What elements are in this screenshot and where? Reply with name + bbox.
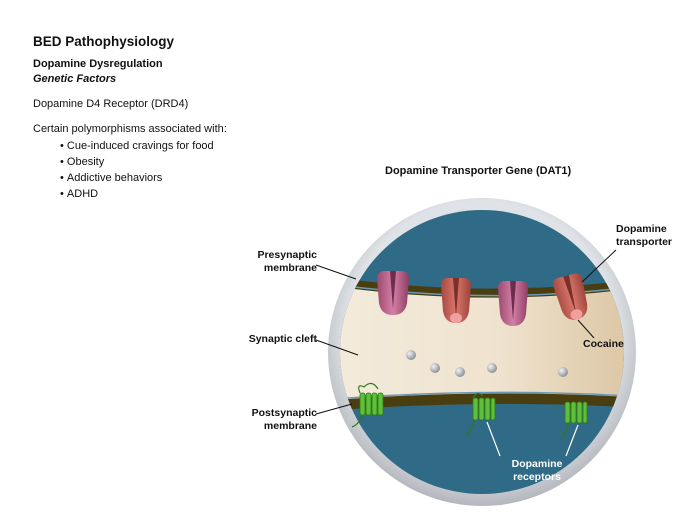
dopamine-molecule <box>455 367 465 377</box>
receptor-heading: Dopamine D4 Receptor (DRD4) <box>33 98 189 110</box>
label-cocaine: Cocaine <box>583 338 624 350</box>
dopamine-receptor <box>464 392 496 437</box>
label-transporter-2: transporter <box>616 236 672 248</box>
dopamine-receptor <box>351 382 384 428</box>
dopamine-receptor <box>560 401 588 440</box>
transporter-pink-2 <box>498 281 528 326</box>
transporter-red-2 <box>552 273 588 320</box>
dopamine-molecule <box>406 350 416 360</box>
dopamine-molecule <box>487 363 497 373</box>
label-synaptic-cleft: Synaptic cleft <box>249 333 318 345</box>
label-transporter: Dopamine <box>616 223 667 235</box>
slide-subtitle: Dopamine Dysregulation <box>33 58 163 70</box>
list-item: ADHD <box>60 186 214 202</box>
slide-title: BED Pathophysiology <box>33 34 175 49</box>
synapse-view <box>340 210 624 494</box>
label-presynaptic-2: membrane <box>264 262 317 274</box>
transporter-pink-1 <box>377 271 409 315</box>
label-postsynaptic: Postsynaptic <box>252 407 318 419</box>
association-list: Cue-induced cravings for food Obesity Ad… <box>60 138 214 202</box>
dopamine-molecule <box>558 367 568 377</box>
list-item: Addictive behaviors <box>60 170 214 186</box>
polymorphism-intro: Certain polymorphisms associated with: <box>33 123 227 135</box>
list-item: Obesity <box>60 154 214 170</box>
label-receptors: Dopamine <box>512 458 563 470</box>
transporter-red-1 <box>441 278 471 323</box>
label-receptors-2: receptors <box>513 471 561 483</box>
diagram-title: Dopamine Transporter Gene (DAT1) <box>385 165 572 177</box>
dopamine-molecule <box>430 363 440 373</box>
label-presynaptic: Presynaptic <box>257 249 317 261</box>
label-postsynaptic-2: membrane <box>264 420 317 432</box>
list-item: Cue-induced cravings for food <box>60 138 214 154</box>
slide-subtitle-italic: Genetic Factors <box>33 73 117 85</box>
